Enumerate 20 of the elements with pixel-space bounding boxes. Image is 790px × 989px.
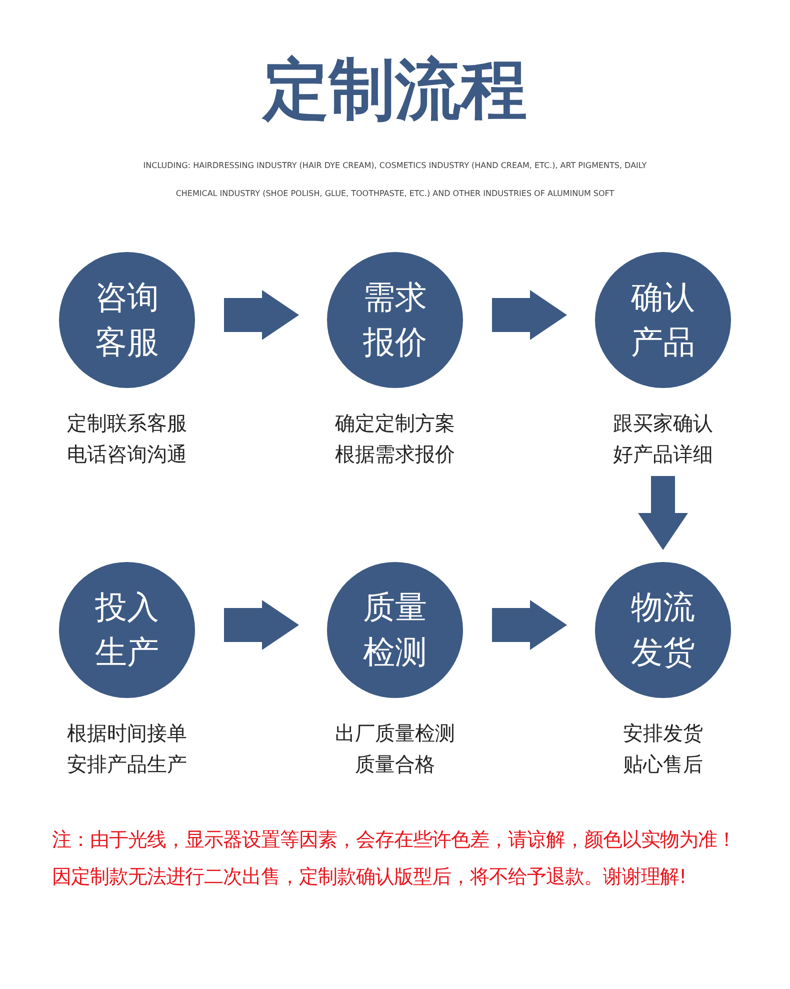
block-arrow	[638, 476, 688, 550]
step-label: 物流发货	[630, 587, 696, 673]
step-description: 出厂质量检测质量合格	[334, 720, 456, 778]
step-label: 确认产品	[630, 277, 696, 363]
step-description: 确定定制方案根据需求报价	[334, 410, 456, 468]
block-arrow	[224, 600, 299, 650]
block-arrow	[224, 290, 299, 340]
step-label: 质量检测	[362, 587, 428, 673]
block-arrow	[492, 290, 567, 340]
step-label: 需求报价	[362, 277, 428, 363]
block-arrow	[492, 600, 567, 650]
step-description: 安排发货贴心售后	[622, 720, 704, 778]
step-description: 根据时间接单安排产品生产	[66, 720, 188, 778]
note-text: 注：由于光线，显示器设置等因素，会存在些许色差，请谅解，颜色以实物为准！因定制款无法进行二次出售，定制款确认版型后，将不给予退款。谢谢理解!	[52, 827, 737, 890]
title: 定制流程	[260, 50, 528, 130]
subtitle-text: INCLUDING: HAIRDRESSING INDUSTRY (HAIR DYE CREAM), COSMETICS INDUSTRY (HAND CREAM, ETC.), ART PIGMENTS, DAILY CHEMICAL INDUSTRY (SHOE POLISH, GLUE, TOOTHPASTE, ETC.) AND OTHER INDUSTRIES OF ALUMINUM SOFT	[142, 160, 648, 200]
step-description: 定制联系客服电话咨询沟通	[66, 410, 188, 468]
step-label: 投入生产	[94, 587, 160, 673]
step-label: 咨询客服	[94, 277, 160, 363]
step-description: 跟买家确认好产品详细	[612, 410, 714, 468]
